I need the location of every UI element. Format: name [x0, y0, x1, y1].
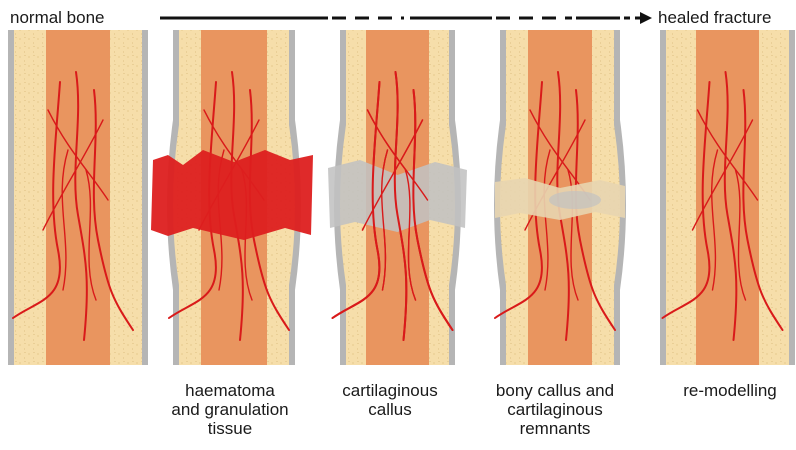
stage-caption-re-modelling: re-modelling: [655, 381, 796, 400]
stage-caption-haematoma: haematoma and granulation tissue: [150, 381, 310, 438]
stage-caption-cartilaginous-callus: cartilaginous callus: [315, 381, 465, 419]
haematoma-stage: [151, 30, 313, 365]
haematoma: [151, 150, 313, 240]
cartilaginous-callus-stage: [328, 30, 467, 365]
remodelled-bone: [660, 30, 795, 365]
normal-bone: [8, 30, 148, 365]
process-arrow: [160, 12, 652, 24]
cartilage-remnant: [549, 191, 601, 209]
bony-callus-stage: [494, 30, 626, 365]
arrow-head-icon: [640, 12, 652, 24]
stage-caption-bony-callus: bony callus and cartilaginous remnants: [480, 381, 630, 438]
normal-bone-label: normal bone: [10, 8, 105, 27]
healed-fracture-label: healed fracture: [658, 8, 771, 27]
